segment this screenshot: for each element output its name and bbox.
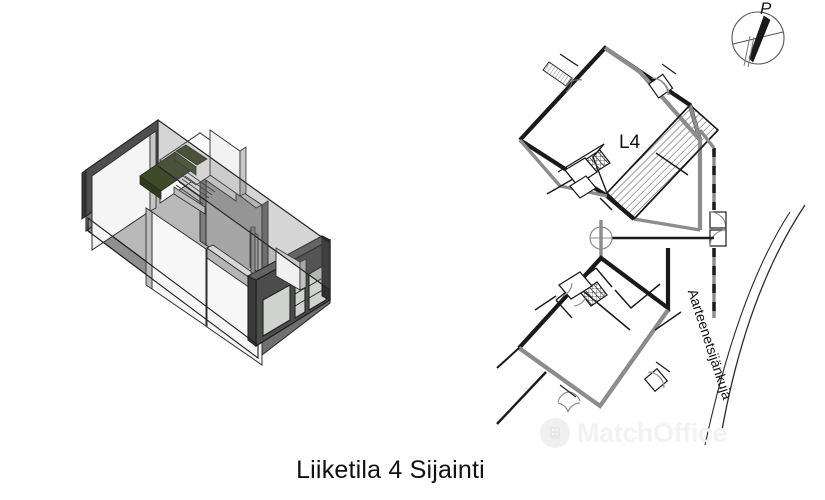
door-swing-l4-entry [709, 211, 727, 247]
compass-rose [731, 11, 785, 68]
door-swing-lower-right [643, 361, 671, 393]
compass-north-label: P [760, 0, 772, 18]
door-swing-upper-right [648, 63, 677, 99]
isometric-building-model [81, 118, 332, 366]
door-swing-lower-bottom [557, 384, 581, 413]
property-boundary-dashed [698, 128, 716, 318]
caption-text: Liiketila 4 Sijainti [296, 456, 485, 484]
courtyard-connector [589, 220, 714, 258]
unit-label-l4: L4 [619, 132, 641, 153]
lower-building [496, 248, 682, 425]
upper-building [518, 45, 727, 247]
door-swing-lower-left [561, 282, 587, 307]
image-caption: Liiketila 4 Sijainti [0, 455, 825, 485]
site-plan-drawing [496, 11, 806, 446]
door-swing-upper-left [542, 53, 583, 93]
street-curve [704, 204, 806, 446]
